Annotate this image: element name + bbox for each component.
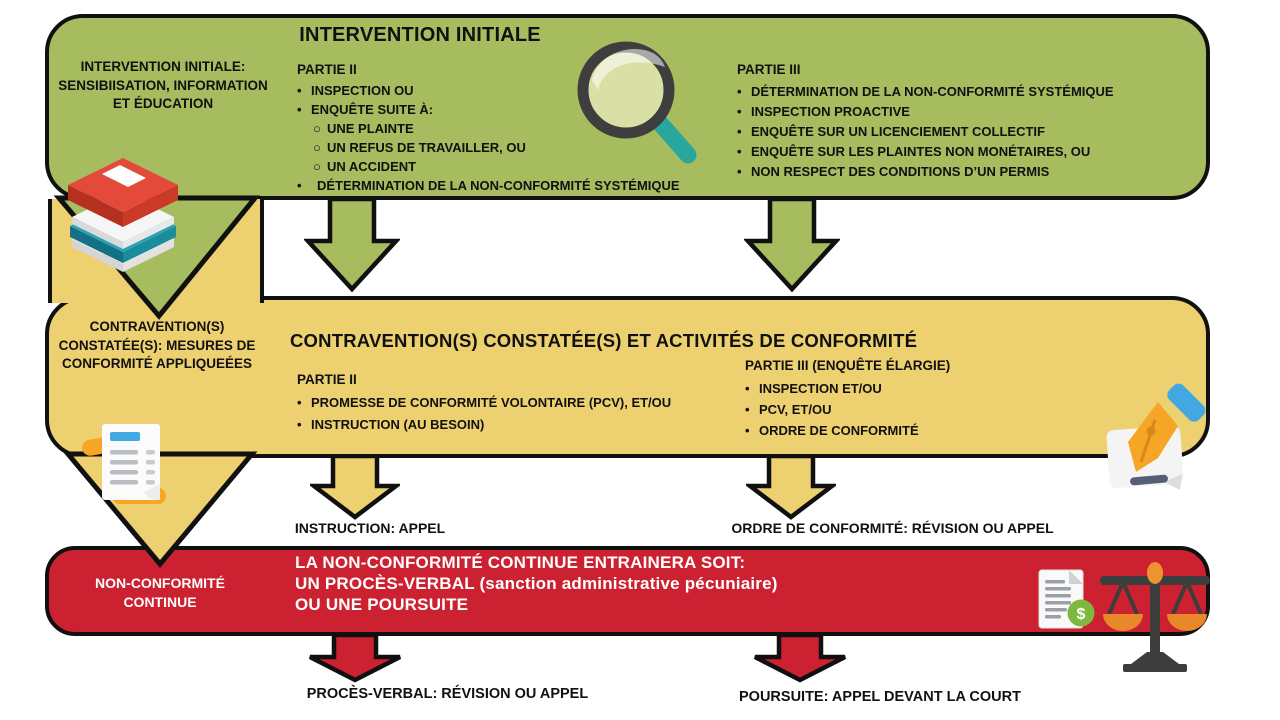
red-line-2: UN PROCÈS-VERBAL (sanction administrativ… <box>295 574 778 593</box>
top-partie3-list: •DÉTERMINATION DE LA NON-CONFORMITÉ SYST… <box>737 82 1177 182</box>
red-book <box>68 158 178 227</box>
bullet-icon: • <box>737 84 742 99</box>
red-side-label: NON-CONFORMITÉ CONTINUE <box>95 575 225 610</box>
top-side-label: INTERVENTION INITIALE: SENSIBIISATION, I… <box>58 59 268 111</box>
down-arrow-green <box>304 197 400 293</box>
bullet-icon: • <box>297 417 302 432</box>
list-item: •INSTRUCTION (AU BESOIN) <box>297 414 727 436</box>
mid-partie2-heading: PARTIE II <box>297 372 357 387</box>
list-item: •ENQUÊTE SUR LES PLAINTES NON MONÉTAIRES… <box>737 142 1177 162</box>
down-arrow-green <box>744 197 840 293</box>
mid-partie2-list: •PROMESSE DE CONFORMITÉ VOLONTAIRE (PCV)… <box>297 392 727 436</box>
poursuite-label: POURSUITE: APPEL DEVANT LA COURT <box>739 689 1021 705</box>
list-item: •ORDRE DE CONFORMITÉ <box>745 420 1065 441</box>
list-item: •INSPECTION PROACTIVE <box>737 102 1177 122</box>
bullet-icon: • <box>737 104 742 119</box>
list-item: •INSPECTION ET/OU <box>745 378 1065 399</box>
down-arrow-yellow <box>746 454 836 520</box>
top-partie2-list: •INSPECTION OU •ENQUÊTE SUITE À: ○UNE PL… <box>297 81 717 195</box>
mid-partie3-heading: PARTIE III (ENQUÊTE ÉLARGIE) <box>745 358 951 373</box>
receipt-icon <box>82 424 166 504</box>
contraventions-box <box>45 296 1210 458</box>
mid-partie3-list: •INSPECTION ET/OU •PCV, ET/OU •ORDRE DE … <box>745 378 1065 441</box>
down-arrow-red <box>307 633 403 683</box>
magnifier-icon <box>577 41 697 164</box>
list-item: •ENQUÊTE SUR UN LICENCIEMENT COLLECTIF <box>737 122 1177 142</box>
top-partie2-heading: PARTIE II <box>297 62 357 77</box>
top-box-title: INTERVENTION INITIALE <box>299 24 541 46</box>
bullet-icon: • <box>297 83 302 98</box>
list-item: •INSPECTION OU <box>297 83 414 98</box>
circle-bullet-icon: ○ <box>313 121 321 136</box>
invoice-dollar-icon: $ <box>1038 569 1095 629</box>
list-item: •ENQUÊTE SUITE À: <box>297 102 434 117</box>
mid-side-label: CONTRAVENTION(S) CONSTATÉE(S): MESURES D… <box>58 319 256 371</box>
bullet-icon: • <box>297 178 302 193</box>
ordre-conformite-label: ORDRE DE CONFORMITÉ: RÉVISION OU APPEL <box>731 520 1054 536</box>
list-item: •NON RESPECT DES CONDITIONS D’UN PERMIS <box>737 162 1177 182</box>
red-box-text: LA NON-CONFORMITÉ CONTINUE ENTRAINERA SO… <box>295 552 1015 615</box>
bullet-icon: • <box>745 423 750 438</box>
bullet-icon: • <box>737 144 742 159</box>
red-line-3: OU UNE POURSUITE <box>295 595 469 614</box>
list-subitem: ○UNE PLAINTE <box>313 121 414 136</box>
bullet-icon: • <box>737 164 742 179</box>
list-item: •PCV, ET/OU <box>745 399 1065 420</box>
down-arrow-red <box>752 633 848 683</box>
bullet-icon: • <box>737 124 742 139</box>
instruction-appel-label: INSTRUCTION: APPEL <box>294 520 446 536</box>
bullet-icon: • <box>297 395 302 410</box>
books-icon <box>68 158 178 272</box>
top-partie3-heading: PARTIE III <box>737 62 801 77</box>
circle-bullet-icon: ○ <box>313 140 321 155</box>
mid-box-title: CONTRAVENTION(S) CONSTATÉE(S) ET ACTIVIT… <box>290 330 918 351</box>
bullet-icon: • <box>745 402 750 417</box>
pen-icon <box>1106 383 1206 490</box>
non-conformite-box <box>45 546 1210 636</box>
scales-of-justice-icon <box>1100 562 1210 672</box>
list-subitem: ○UN REFUS DE TRAVAILLER, OU <box>313 140 526 155</box>
circle-bullet-icon: ○ <box>313 159 321 174</box>
bullet-icon: • <box>297 102 302 117</box>
proces-verbal-label: PROCÈS-VERBAL: RÉVISION OU APPEL <box>306 686 589 702</box>
dollar-sign: $ <box>1077 606 1086 623</box>
down-arrow-yellow <box>310 454 400 520</box>
list-item: •DÉTERMINATION DE LA NON-CONFORMITÉ SYST… <box>737 82 1177 102</box>
red-line-1: LA NON-CONFORMITÉ CONTINUE ENTRAINERA SO… <box>295 553 746 572</box>
list-item: •PROMESSE DE CONFORMITÉ VOLONTAIRE (PCV)… <box>297 392 727 414</box>
list-item: •DÉTERMINATION DE LA NON-CONFORMITÉ SYST… <box>297 178 680 193</box>
bullet-icon: • <box>745 381 750 396</box>
list-subitem: ○UN ACCIDENT <box>313 159 417 174</box>
